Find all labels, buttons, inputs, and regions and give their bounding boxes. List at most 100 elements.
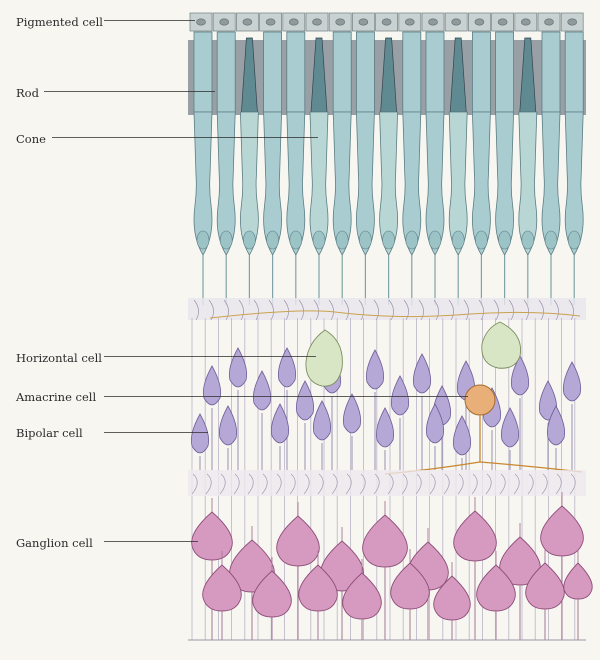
rod-inner-segment: [471, 111, 491, 256]
bipolar-cell: [390, 375, 410, 416]
inner-plexiform-band: [188, 470, 586, 496]
plexiform-fiber: [223, 299, 229, 321]
rod-outer-segment: [402, 31, 422, 113]
plexiform-fiber: [448, 299, 454, 321]
plexiform-fiber: [443, 473, 450, 495]
bipolar-cell: [295, 380, 315, 421]
photoreceptor-nucleus: [521, 230, 535, 250]
photoreceptor-nucleus: [312, 230, 326, 250]
plexiform-fiber: [275, 473, 282, 495]
bipolar-cell: [452, 415, 472, 456]
plexiform-fiber: [538, 299, 544, 321]
plexiform-fiber: [208, 299, 214, 321]
plexiform-fiber: [289, 473, 296, 495]
photoreceptor-nucleus: [475, 230, 488, 250]
bipolar-cell: [538, 380, 558, 421]
photoreceptor-nucleus: [428, 230, 442, 250]
bipolar-cell: [510, 355, 530, 396]
plexiform-fiber: [403, 299, 409, 321]
plexiform-fiber: [191, 473, 198, 495]
plexiform-fiber: [253, 299, 259, 321]
horizontal-process: [209, 310, 581, 319]
cone-inner-segment: [239, 111, 259, 256]
horizontal-cell-layer: [305, 321, 522, 387]
plexiform-fiber: [471, 473, 478, 495]
photoreceptor-layer: [188, 31, 586, 305]
plexiform-fiber: [373, 473, 380, 495]
cone-inner-segment: [518, 111, 538, 256]
bipolar-cell: [190, 413, 210, 454]
bipolar-cell: [312, 400, 332, 441]
rod-outer-segment: [216, 31, 236, 113]
rod-inner-segment: [286, 111, 306, 256]
rod-outer-segment: [495, 31, 515, 113]
plexiform-fiber: [233, 473, 240, 495]
plexiform-fiber: [555, 473, 562, 495]
bipolar-cell: [270, 403, 290, 444]
pigmented-cell-nucleus: [242, 18, 253, 26]
photoreceptor-nucleus: [567, 230, 581, 250]
plexiform-fiber: [283, 299, 289, 321]
plexiform-fiber: [478, 299, 484, 321]
photoreceptor-nucleus: [335, 230, 349, 250]
label-rod: Rod: [16, 86, 39, 100]
plexiform-fiber: [553, 299, 559, 321]
label-horizontal-cell: Horizontal cell: [16, 351, 102, 365]
plexiform-fiber: [429, 473, 436, 495]
plexiform-fiber: [418, 299, 424, 321]
ganglion-cell-layer: [188, 492, 593, 641]
photoreceptor-nucleus: [405, 230, 419, 250]
plexiform-fiber: [303, 473, 310, 495]
rod-inner-segment: [425, 111, 445, 256]
plexiform-fiber: [493, 299, 499, 321]
plexiform-fiber: [261, 473, 268, 495]
rod-inner-segment: [402, 111, 422, 256]
bipolar-cell: [202, 365, 222, 406]
bipolar-cell: [412, 353, 432, 394]
photoreceptor-nucleus: [451, 230, 465, 250]
plexiform-fiber: [569, 473, 576, 495]
plexiform-fiber: [219, 473, 226, 495]
bipolar-cell: [546, 405, 566, 446]
photoreceptor-nucleus: [243, 230, 256, 250]
pigmented-cell-nucleus: [404, 18, 415, 26]
cone-inner-segment: [379, 111, 399, 256]
pigmented-cell-nucleus: [567, 18, 578, 26]
rod-outer-segment: [332, 31, 352, 113]
plexiform-fiber: [359, 473, 366, 495]
rod-inner-segment: [355, 111, 375, 256]
label-amacrine-cell: Amacrine cell: [16, 390, 97, 404]
rod-outer-segment: [193, 31, 213, 113]
bipolar-cell: [228, 347, 248, 388]
cone-inner-segment: [448, 111, 468, 256]
plexiform-fiber: [485, 473, 492, 495]
rod-outer-segment: [286, 31, 306, 113]
photoreceptor-nucleus: [544, 230, 558, 250]
pigmented-cell-nucleus: [451, 18, 462, 26]
bipolar-cell: [277, 347, 297, 388]
cone-inner-segment: [309, 111, 329, 256]
bipolar-cell: [218, 405, 238, 446]
label-cone: Cone: [16, 132, 46, 146]
plexiform-fiber: [238, 299, 244, 321]
horizontal-cell: [481, 321, 522, 369]
photoreceptor-nucleus: [219, 230, 233, 250]
label-ganglion-cell: Ganglion cell: [16, 536, 93, 550]
plexiform-fiber: [345, 473, 352, 495]
bipolar-cell: [425, 403, 445, 444]
plexiform-fiber: [358, 299, 364, 321]
bipolar-cell: [375, 407, 395, 448]
plexiform-fiber: [328, 299, 334, 321]
photoreceptor-nucleus: [266, 230, 279, 250]
plexiform-fiber: [388, 299, 394, 321]
inner-plexiform-layer: [188, 470, 586, 496]
photoreceptor-nucleus: [498, 230, 511, 250]
rod-inner-segment: [193, 111, 213, 256]
plexiform-fiber: [508, 299, 514, 321]
rod-inner-segment: [541, 111, 561, 256]
plexiform-fiber: [268, 299, 274, 321]
rod-inner-segment: [564, 111, 584, 256]
pigmented-cell-nucleus: [544, 18, 554, 26]
plexiform-fiber: [401, 473, 408, 495]
